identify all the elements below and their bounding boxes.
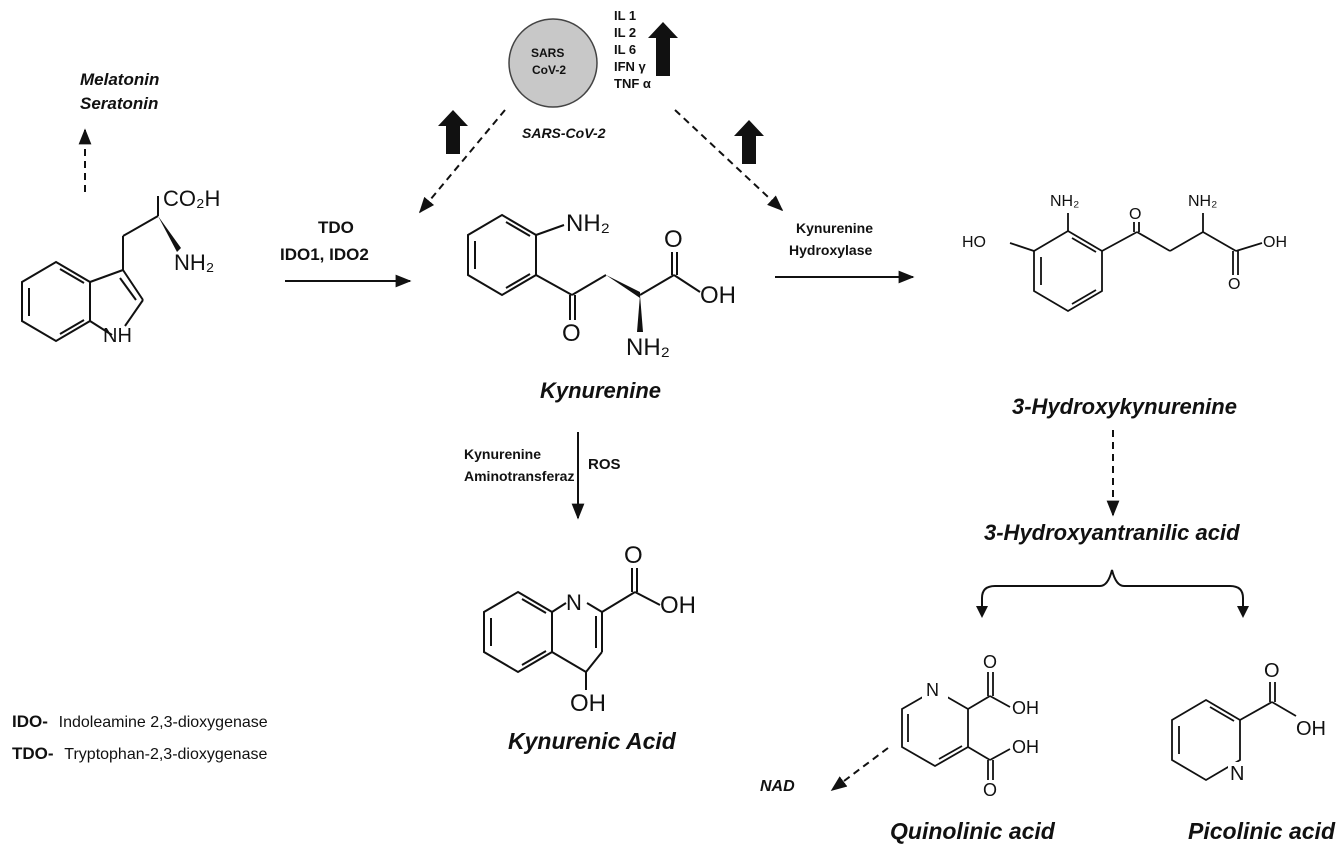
atom-nh2: NH₂ <box>566 210 610 237</box>
arrow-to-nad <box>830 747 889 791</box>
up-arrow-icon <box>438 110 468 154</box>
picolinic-acid-name: Picolinic acid <box>1188 818 1335 844</box>
split-brace <box>981 569 1244 612</box>
enzyme-hydroxylase-line1: Kynurenine <box>796 220 874 236</box>
kynurenine-name: Kynurenine <box>540 378 662 403</box>
atom-o: O <box>983 652 998 672</box>
legend-abbr: IDO- <box>12 712 48 731</box>
cytokine-tnf: TNF α <box>614 76 651 91</box>
virus-circle-line2: CoV-2 <box>532 63 567 77</box>
atom-oh: OH <box>660 592 696 619</box>
wedge-bond <box>637 295 643 332</box>
quinolinic-acid-structure <box>901 672 1011 780</box>
atom-n: N <box>926 680 939 700</box>
up-arrow-icon <box>648 22 678 76</box>
hydroxyantranilic-name: 3-Hydroxyantranilic acid <box>984 520 1240 545</box>
atom-o: O <box>1228 276 1241 293</box>
atom-oh: OH <box>1012 737 1039 757</box>
cytokine-il1: IL 1 <box>614 8 637 23</box>
atom-oh: OH <box>1012 698 1039 718</box>
tryptophan-structure <box>21 196 159 343</box>
enzyme-ido: IDO1, IDO2 <box>280 245 369 264</box>
hydroxykynurenine-name: 3-Hydroxykynurenine <box>1012 394 1237 419</box>
atom-oh: OH <box>570 690 606 717</box>
atom-nh2: NH₂ <box>1050 193 1080 210</box>
virus-circle-line1: SARS <box>531 46 565 60</box>
ros-label: ROS <box>588 456 621 473</box>
arrow-virus-to-hydroxylase <box>674 109 784 212</box>
seratonin-label: Seratonin <box>80 94 159 113</box>
cytokine-ifn: IFN γ <box>614 59 646 74</box>
melatonin-label: Melatonin <box>80 70 160 89</box>
atom-o: O <box>624 542 643 569</box>
atom-nh2: NH₂ <box>174 250 215 275</box>
kynurenine-structure <box>467 213 701 320</box>
kynurenic-acid-name: Kynurenic Acid <box>508 728 676 754</box>
hydroxykynurenine-structure <box>1009 213 1263 313</box>
legend-item-tdo: TDO- Tryptophan-2,3-dioxygenase <box>12 744 267 764</box>
atom-n: N <box>1230 763 1245 785</box>
cytokine-il6: IL 6 <box>614 42 637 57</box>
atom-oh: OH <box>700 282 736 309</box>
atom-nh2: NH₂ <box>1188 193 1218 210</box>
atom-nh2: NH₂ <box>626 334 670 361</box>
atom-o: O <box>983 780 998 800</box>
legend-text: Indoleamine 2,3-dioxygenase <box>58 714 268 731</box>
wedge-bond <box>606 275 640 298</box>
kynurenic-acid-structure <box>483 568 661 690</box>
legend-abbr: TDO- <box>12 744 54 763</box>
up-arrow-icon <box>734 120 764 164</box>
wedge-bond <box>158 216 181 252</box>
picolinic-acid-structure <box>1171 682 1297 782</box>
arrow-virus-to-tdo <box>418 109 506 214</box>
nad-label: NAD <box>760 778 795 795</box>
enzyme-tdo: TDO <box>318 218 354 237</box>
quinolinic-acid-name: Quinolinic acid <box>890 818 1055 844</box>
atom-o: O <box>562 320 581 347</box>
atom-nh: NH <box>103 325 132 347</box>
enzyme-aminotransferase-line2: Aminotransferaz <box>464 468 575 484</box>
atom-o: O <box>1129 206 1142 223</box>
atom-co2h: CO₂H <box>163 186 221 211</box>
atom-ho: HO <box>962 234 986 251</box>
atom-oh: OH <box>1263 234 1287 251</box>
legend-text: Tryptophan-2,3-dioxygenase <box>64 746 268 763</box>
atom-n: N <box>566 590 582 615</box>
sars-cov-2-circle <box>508 18 598 108</box>
legend-item-ido: IDO- Indoleamine 2,3-dioxygenase <box>12 712 268 732</box>
enzyme-hydroxylase-line2: Hydroxylase <box>789 242 873 258</box>
atom-o: O <box>664 226 683 253</box>
enzyme-aminotransferase-line1: Kynurenine <box>464 446 542 462</box>
virus-caption: SARS-CoV-2 <box>522 125 606 141</box>
cytokine-il2: IL 2 <box>614 25 637 40</box>
atom-o: O <box>1264 660 1280 682</box>
atom-oh: OH <box>1296 718 1326 740</box>
